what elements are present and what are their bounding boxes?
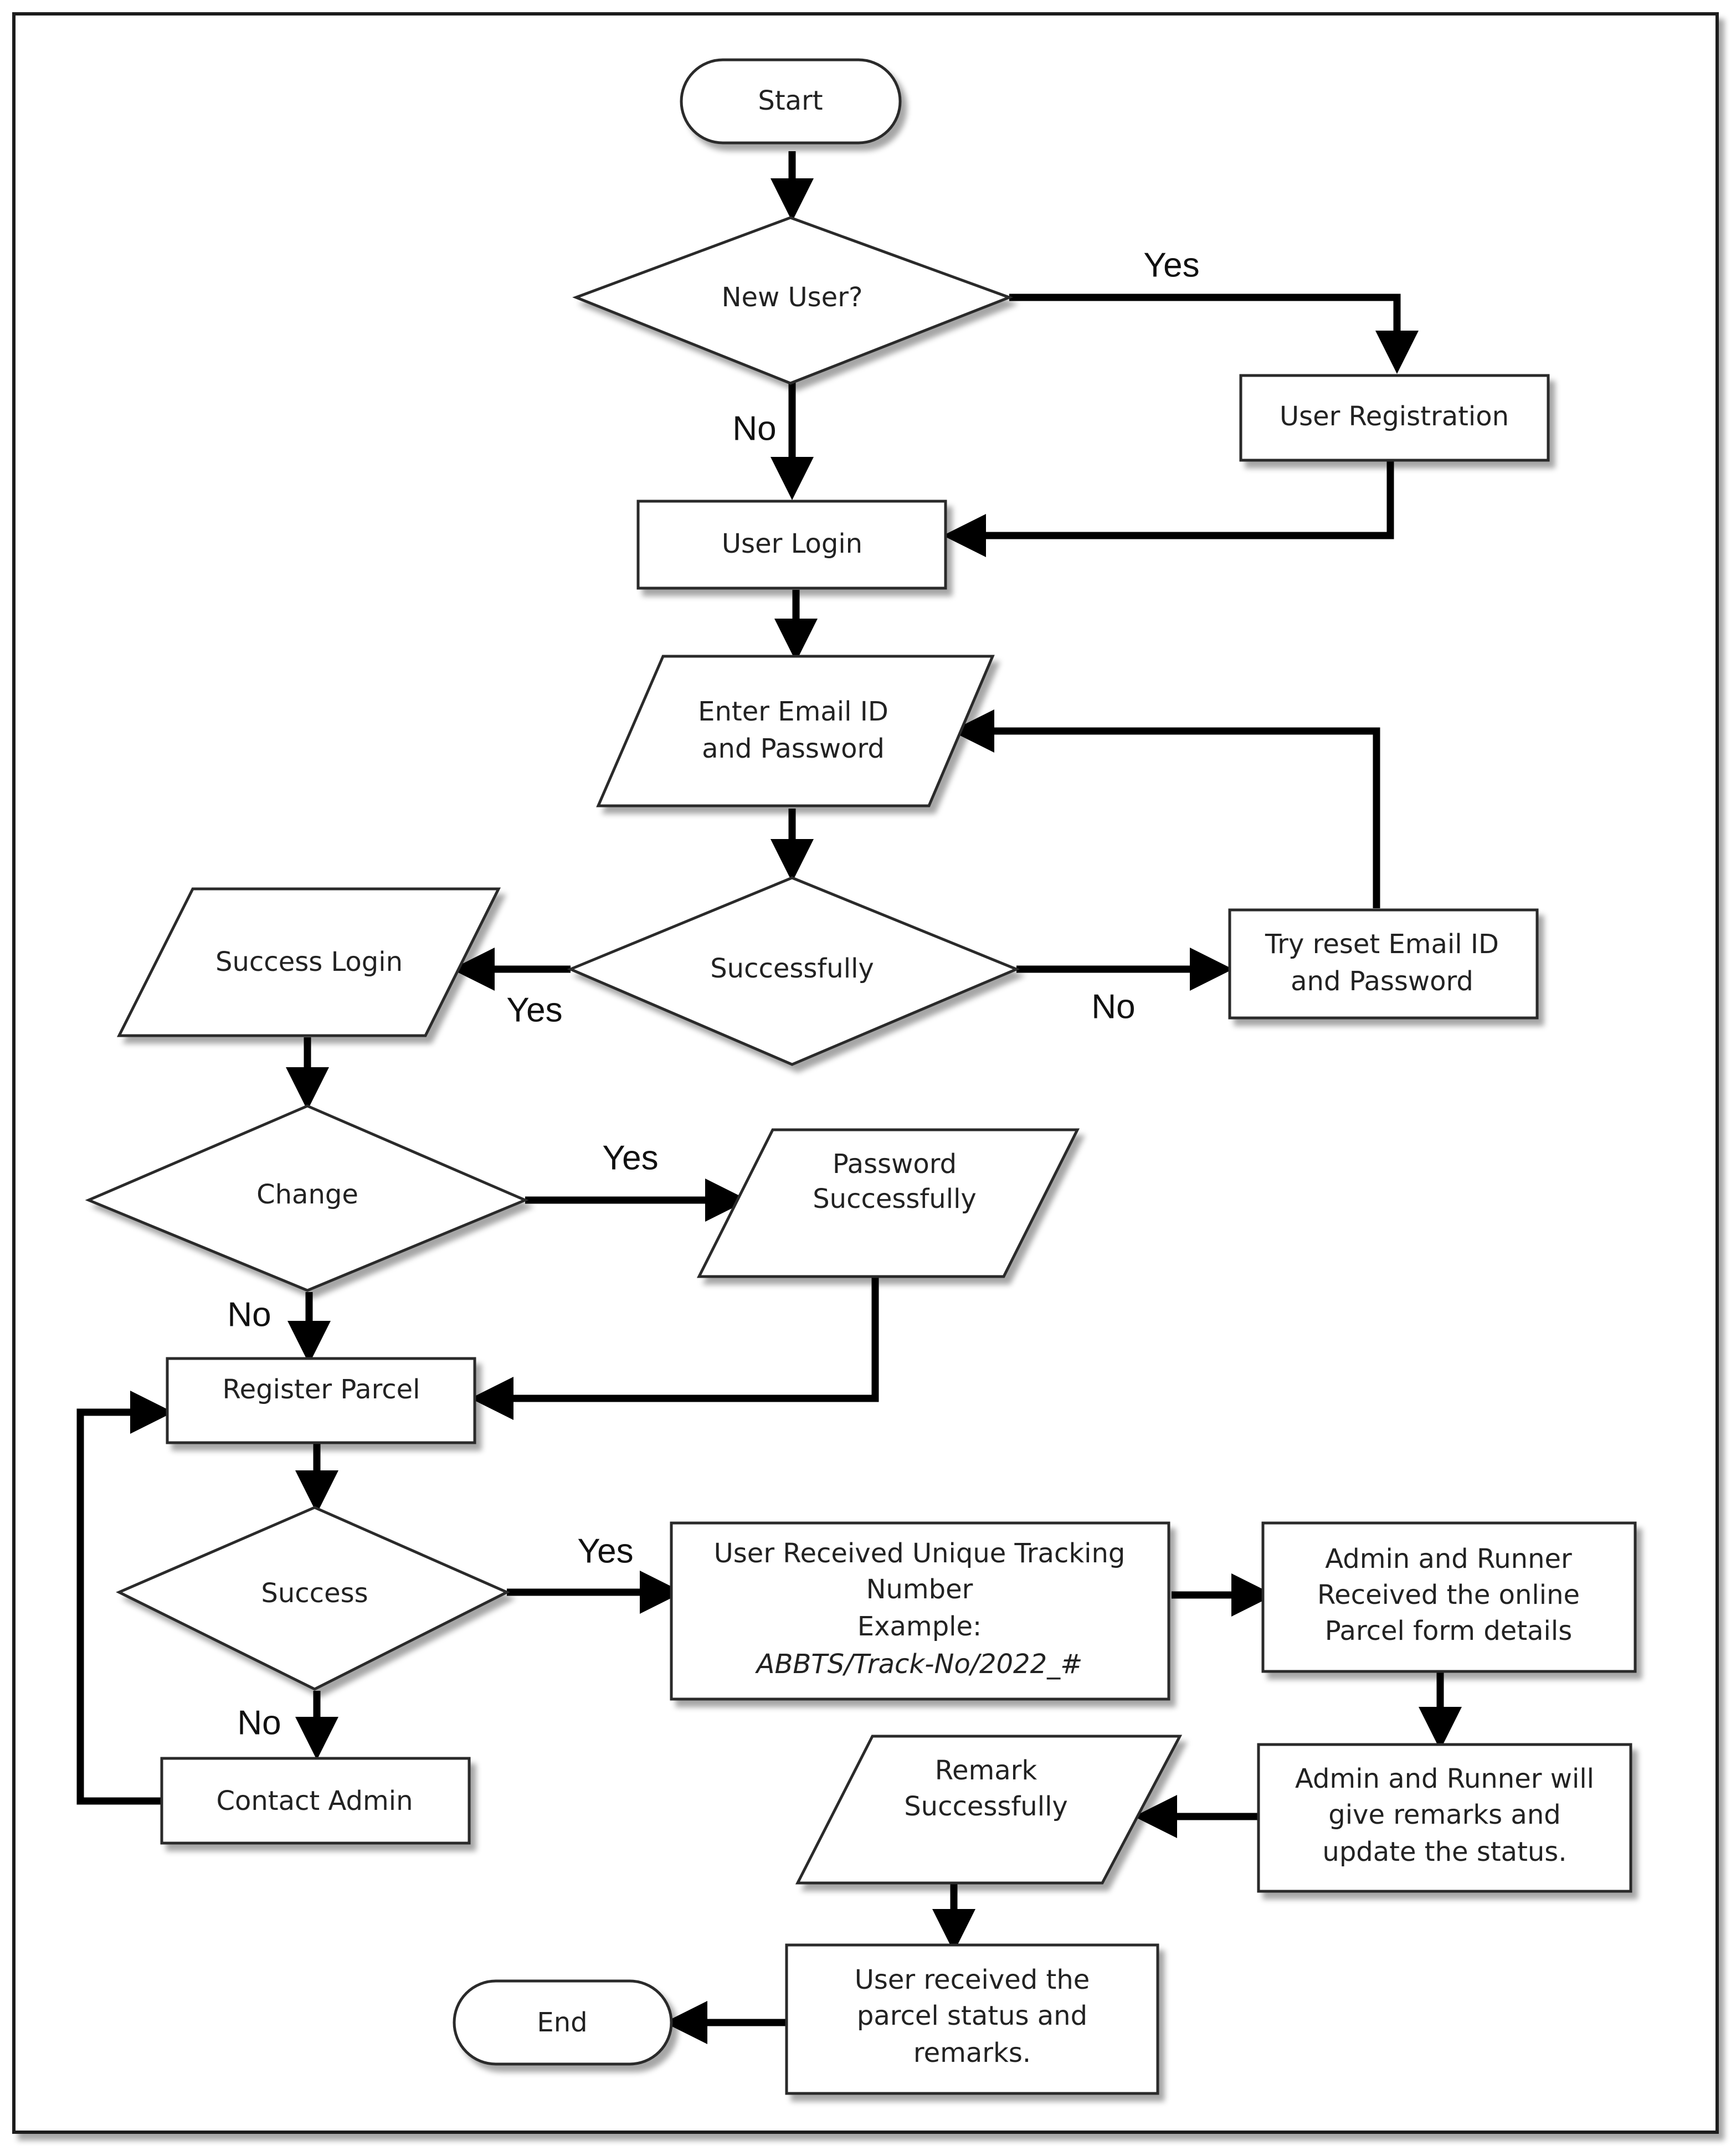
new-user-decision: New User?: [572, 216, 1014, 385]
enter-email-line-1: Enter Email ID: [698, 696, 888, 727]
contact-admin-process: Contact Admin: [160, 1757, 471, 1845]
success-login-output: Success Login: [116, 887, 501, 1037]
enter-email-line-2: and Password: [702, 733, 885, 764]
user-received-process: User received the parcel status and rema…: [785, 1943, 1159, 2095]
register-parcel-label: Register Parcel: [222, 1374, 420, 1405]
edges: [76, 151, 1462, 2044]
new-user-no-label: No: [732, 409, 776, 447]
successfully-decision: Successfully: [567, 876, 1020, 1066]
admin-received-line-2: Received the online: [1317, 1579, 1580, 1610]
user-received-line-3: remarks.: [913, 2037, 1031, 2068]
edge-contact-admin-to-register: [76, 1391, 173, 1805]
change-yes-label: Yes: [602, 1139, 658, 1177]
admin-remarks-line-1: Admin and Runner will: [1295, 1763, 1594, 1794]
try-reset-line-2: and Password: [1291, 966, 1473, 997]
tracking-example: ABBTS/Track-No/2022_#: [755, 1649, 1083, 1680]
remark-success-line-1: Remark: [935, 1755, 1037, 1786]
register-parcel-process: Register Parcel: [166, 1357, 476, 1444]
contact-admin-label: Contact Admin: [217, 1785, 413, 1817]
try-reset-process: Try reset Email ID and Password: [1228, 908, 1539, 1020]
success-yes-label: Yes: [577, 1532, 633, 1570]
password-success-line-2: Successfully: [813, 1184, 977, 1215]
user-login-process: User Login: [636, 500, 947, 590]
remark-success-output: Remark Successfully: [795, 1735, 1183, 1885]
edge-new-user-yes: [1009, 294, 1419, 374]
user-received-line-1: User received the: [855, 1964, 1090, 1995]
edge-try-reset-to-enter-email: [951, 709, 1380, 908]
end-node: End: [453, 1979, 673, 2066]
user-registration-label: User Registration: [1280, 401, 1509, 432]
edge-registration-to-login: [943, 459, 1394, 557]
change-no-label: No: [227, 1295, 271, 1334]
admin-received-process: Admin and Runner Received the online Par…: [1261, 1521, 1637, 1673]
user-login-label: User Login: [722, 528, 862, 559]
password-success-output: Password Successfully: [696, 1128, 1080, 1278]
edge-password-to-register: [470, 1275, 879, 1420]
start-node: Start: [680, 58, 902, 145]
tracking-line-1: User Received Unique Tracking: [714, 1538, 1126, 1569]
successfully-yes-label: Yes: [506, 991, 562, 1029]
user-registration-process: User Registration: [1239, 374, 1550, 462]
successfully-label: Successfully: [710, 953, 874, 984]
tracking-number-process: User Received Unique Tracking Number Exa…: [670, 1521, 1170, 1701]
success-no-label: No: [237, 1704, 281, 1742]
try-reset-line-1: Try reset Email ID: [1265, 929, 1499, 960]
successfully-no-label: No: [1091, 987, 1135, 1026]
success-label: Success: [261, 1578, 368, 1609]
nodes: Start New User? User Registration User L…: [85, 58, 1637, 2095]
user-received-line-2: parcel status and: [857, 2000, 1087, 2031]
start-label: Start: [758, 85, 823, 116]
end-label: End: [537, 2007, 587, 2038]
new-user-label: New User?: [722, 282, 863, 313]
password-success-line-1: Password: [833, 1149, 957, 1180]
new-user-yes-label: Yes: [1143, 246, 1199, 284]
admin-remarks-line-2: give remarks and: [1328, 1799, 1560, 1830]
edge-labels: Yes No Yes No Yes No Yes No: [227, 246, 1199, 1742]
admin-received-line-1: Admin and Runner: [1325, 1543, 1572, 1574]
remark-success-line-2: Successfully: [904, 1791, 1068, 1822]
tracking-line-2: Number: [866, 1574, 973, 1605]
success-login-label: Success Login: [215, 946, 403, 977]
change-decision: Change: [85, 1104, 529, 1292]
change-label: Change: [256, 1179, 358, 1210]
success-decision: Success: [116, 1506, 510, 1691]
admin-received-line-3: Parcel form details: [1325, 1615, 1572, 1646]
enter-email-input: Enter Email ID and Password: [596, 655, 995, 807]
tracking-line-3: Example:: [857, 1611, 982, 1642]
admin-remarks-process: Admin and Runner will give remarks and u…: [1257, 1743, 1632, 1893]
admin-remarks-line-3: update the status.: [1322, 1836, 1566, 1867]
